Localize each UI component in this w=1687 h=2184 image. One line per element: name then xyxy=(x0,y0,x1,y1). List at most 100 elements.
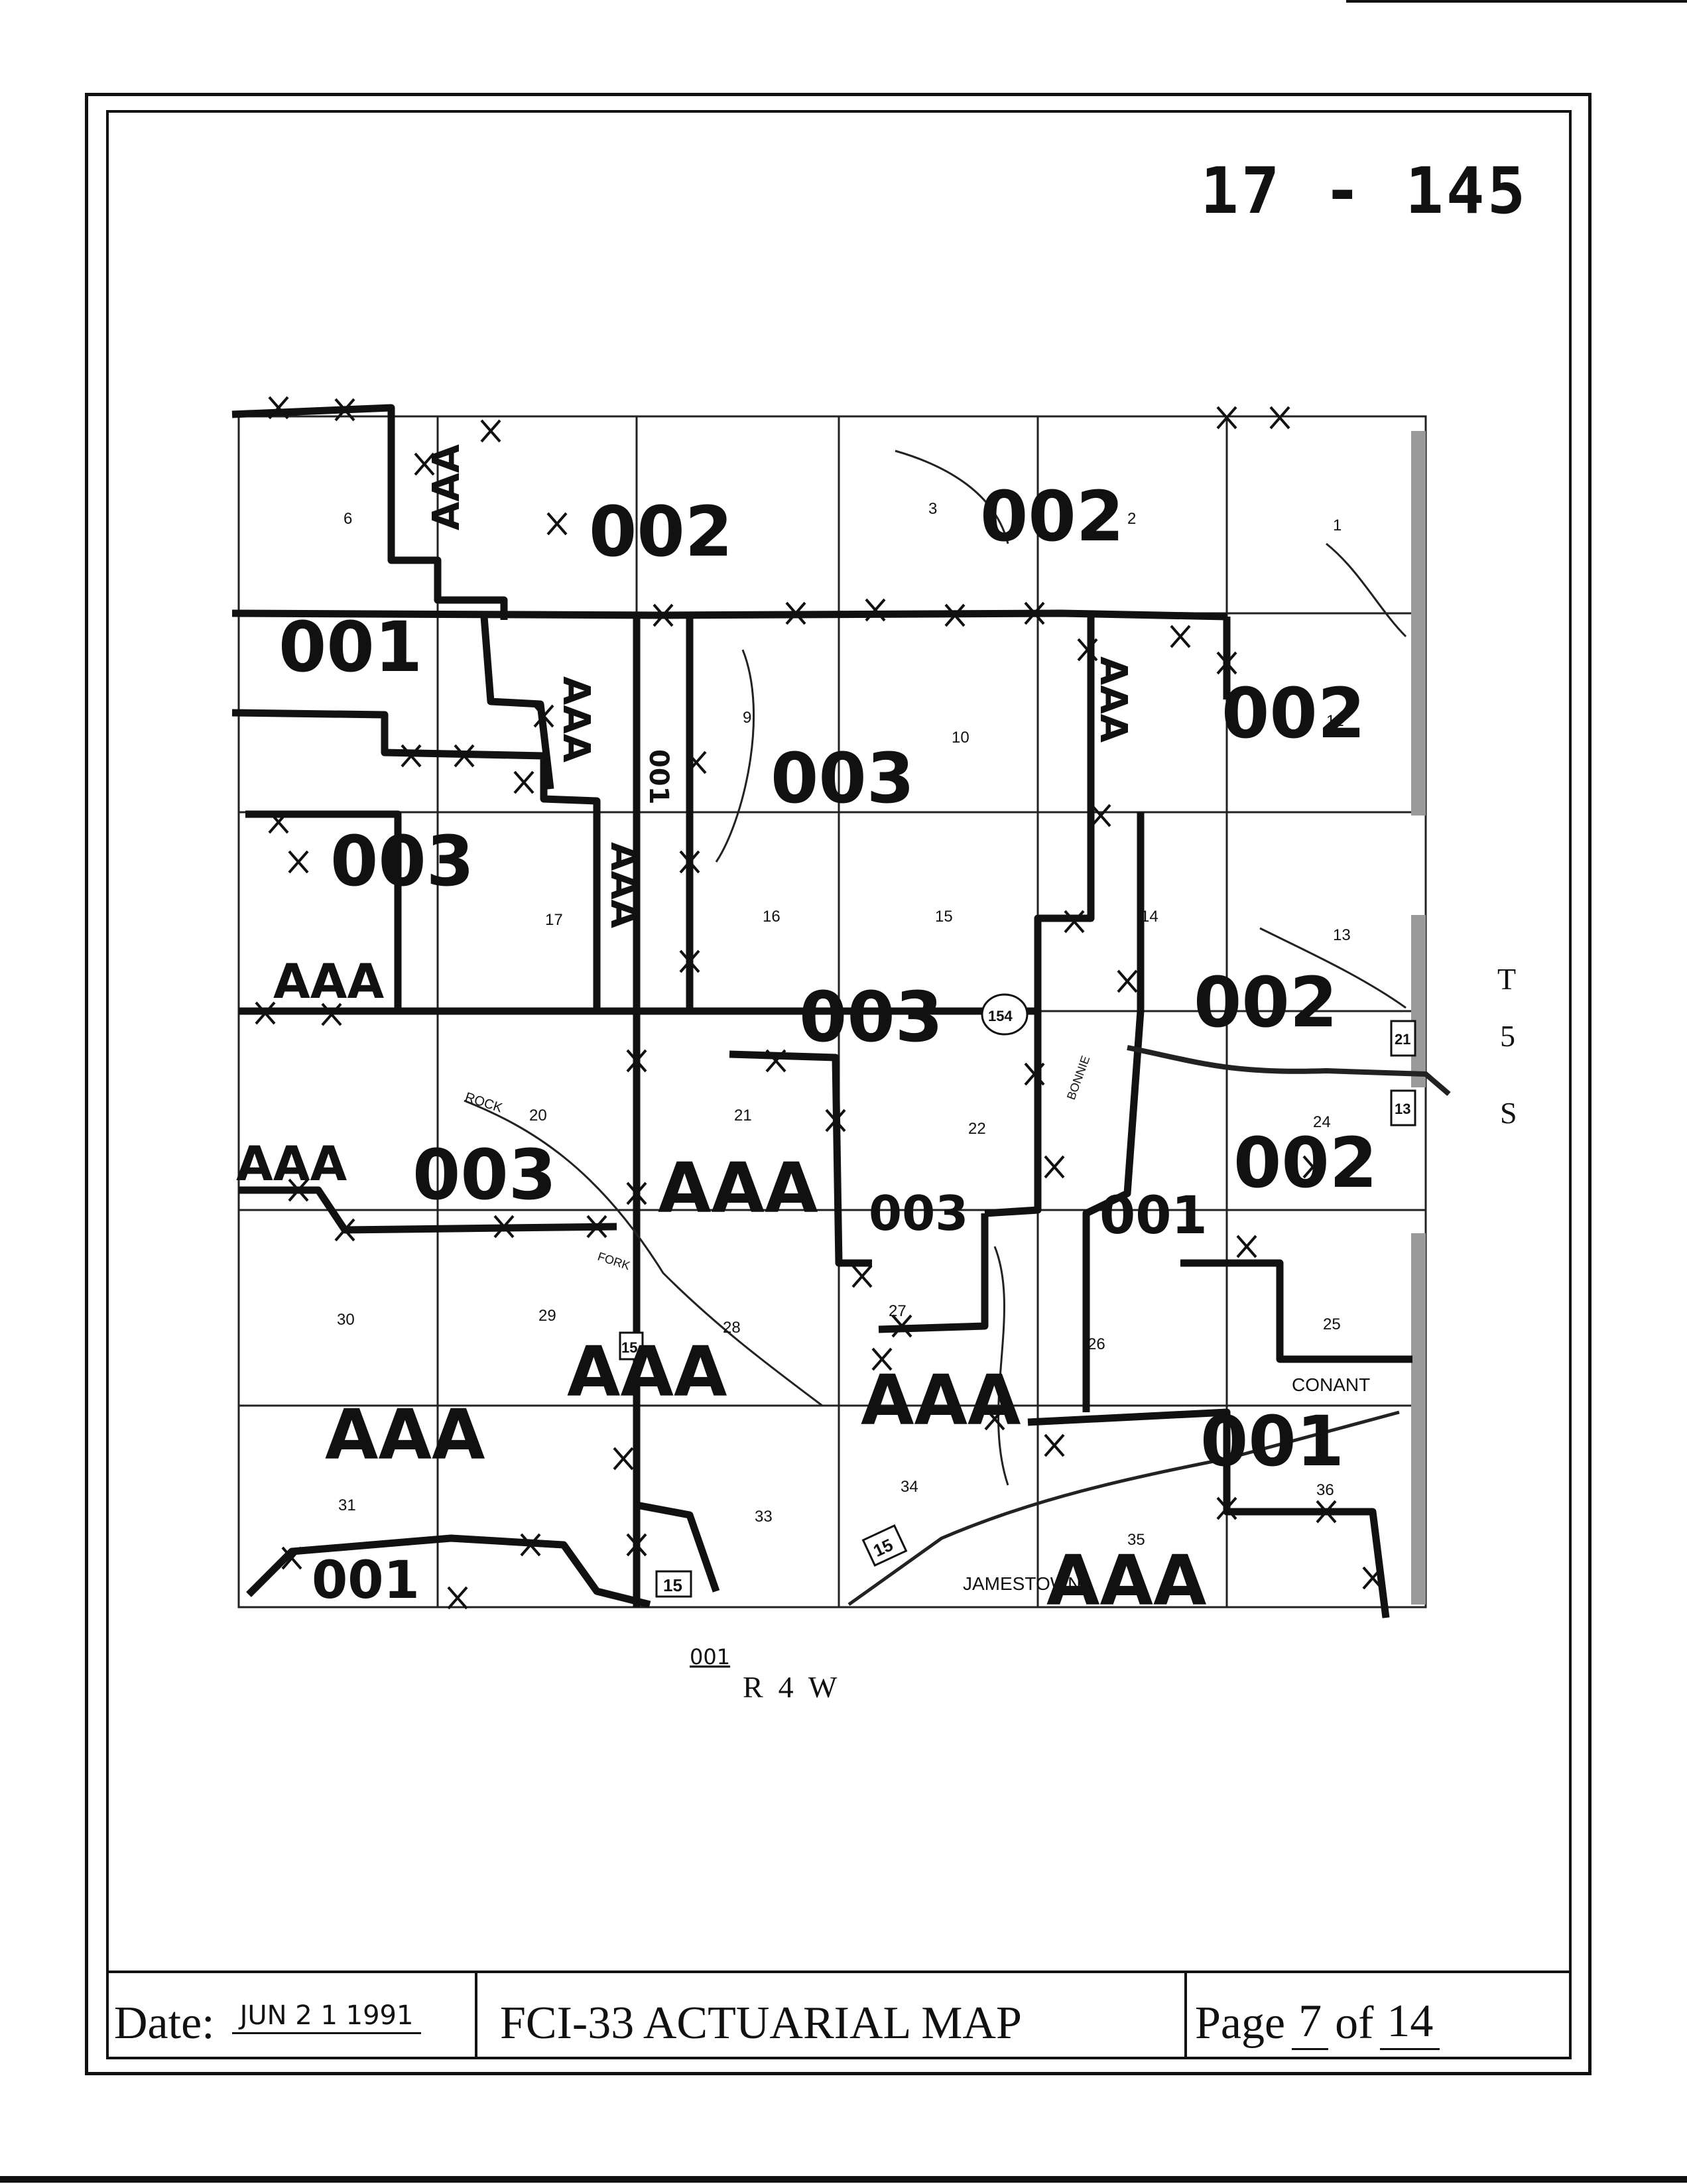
boundary-cross-mark xyxy=(1362,1566,1383,1590)
hand-note: 001 xyxy=(690,1644,730,1669)
boundary-cross-mark xyxy=(626,1049,647,1073)
zone-label-003: 003 xyxy=(412,1134,556,1215)
boundary-cross-mark xyxy=(851,1264,873,1288)
boundary-cross-mark xyxy=(944,603,966,627)
boundary-cross-mark xyxy=(1170,625,1191,648)
scan-edge-top xyxy=(1346,0,1687,3)
township-letter: T xyxy=(1497,962,1516,996)
route-13-shield: 13 xyxy=(1390,1089,1416,1126)
route-15-shield-c: 15 xyxy=(619,1331,644,1361)
boundary-cross-mark xyxy=(546,512,568,536)
zone-label-aaa: AAA xyxy=(554,676,597,763)
boundary-cross-mark xyxy=(288,1178,309,1202)
boundary-cross-mark xyxy=(626,1533,647,1557)
page-number: 7 xyxy=(1292,1995,1329,2050)
section-13: 13 xyxy=(1333,926,1351,944)
zone-label-003: 003 xyxy=(330,821,474,902)
boundary-cross-mark xyxy=(493,1215,515,1239)
section-31: 31 xyxy=(338,1496,356,1514)
section-12: 12 xyxy=(1326,712,1344,730)
date-label: Date: xyxy=(114,1998,215,2049)
boundary-cross-mark xyxy=(679,850,700,874)
zone-label-001: 001 xyxy=(643,749,674,805)
boundary-cross-mark xyxy=(321,1002,342,1026)
svg-text:15: 15 xyxy=(621,1339,637,1356)
section-3: 3 xyxy=(928,500,937,518)
boundary-cross-mark xyxy=(679,949,700,973)
boundary-cross-mark xyxy=(1064,910,1085,934)
zone-boundaries xyxy=(231,404,1412,1618)
section-14: 14 xyxy=(1141,908,1158,926)
boundary-cross-mark xyxy=(1216,651,1237,675)
boundary-cross-mark xyxy=(513,770,534,794)
section-2: 2 xyxy=(1127,510,1136,528)
boundary-cross-marks xyxy=(255,396,1383,1610)
section-30: 30 xyxy=(337,1311,355,1329)
boundary-cross-mark xyxy=(613,1447,634,1471)
section-26: 26 xyxy=(1088,1335,1105,1353)
boundary-cross-mark xyxy=(1024,1062,1045,1086)
boundary-cross-mark xyxy=(586,1215,607,1239)
zone-label-aaa: AAA xyxy=(325,1394,485,1475)
section-9: 9 xyxy=(743,709,751,727)
boundary-cross-mark xyxy=(1302,1155,1324,1179)
boundary-cross-mark xyxy=(1216,1496,1237,1520)
svg-text:13: 13 xyxy=(1395,1101,1410,1117)
page-of: of xyxy=(1335,1998,1374,2049)
section-25: 25 xyxy=(1323,1315,1341,1333)
zone-label-002: 002 xyxy=(1221,673,1365,754)
boundary-cross-mark xyxy=(281,1546,302,1570)
route-21-shield: 21 xyxy=(1390,1020,1416,1057)
footer-bar: Date: JUN 2 1 1991 FCI-33 ACTUARIAL MAP … xyxy=(106,1971,1572,2059)
route-15-shield-a: 15 xyxy=(655,1570,692,1598)
boundary-cross-mark xyxy=(268,810,289,834)
township-number: 5 xyxy=(1500,1019,1515,1053)
township-label: T 5 S xyxy=(1497,962,1517,1130)
svg-text:21: 21 xyxy=(1395,1031,1410,1048)
footer-date-cell: Date: JUN 2 1 1991 xyxy=(106,1973,477,2059)
svg-text:154: 154 xyxy=(988,1008,1013,1024)
boundary-cross-mark xyxy=(785,601,806,625)
page-prefix: Page xyxy=(1195,1998,1286,2049)
boundary-cross-mark xyxy=(1077,638,1098,662)
route-15-shield-b: 15 xyxy=(861,1524,908,1567)
place-bonnie: BONNIE xyxy=(1064,1054,1092,1102)
zone-label-001: 001 xyxy=(279,607,422,688)
boundary-cross-mark xyxy=(288,850,309,874)
zone-label-002: 002 xyxy=(1194,962,1338,1043)
boundary-cross-mark xyxy=(480,419,501,443)
zone-label-003: 003 xyxy=(869,1185,968,1241)
boundary-cross-mark xyxy=(686,751,707,774)
section-15: 15 xyxy=(935,908,953,926)
boundary-cross-mark xyxy=(1316,1500,1337,1524)
boundary-cross-mark xyxy=(520,1533,541,1557)
boundary-cross-mark xyxy=(1117,969,1138,993)
boundary-cross-mark xyxy=(765,1049,786,1073)
boundary-cross-mark xyxy=(825,1109,846,1132)
page-total: 14 xyxy=(1380,1995,1440,2050)
map-title: FCI-33 ACTUARIAL MAP xyxy=(500,1998,1022,2049)
section-22: 22 xyxy=(968,1120,986,1138)
zone-label-002: 002 xyxy=(589,491,733,572)
place-conant: CONANT xyxy=(1292,1374,1370,1395)
shaded-boundary-strips xyxy=(1411,431,1426,1605)
zone-label-001: 001 xyxy=(1099,1186,1208,1246)
footer-title-cell: FCI-33 ACTUARIAL MAP xyxy=(477,1973,1187,2059)
section-16: 16 xyxy=(763,908,781,926)
zone-label-aaa: AAA xyxy=(602,842,645,929)
boundary-cross-mark xyxy=(1044,1433,1065,1457)
zone-label-aaa: AAA xyxy=(1046,1540,1206,1621)
boundary-cross-mark xyxy=(401,744,422,768)
scan-edge-bottom xyxy=(0,2176,1687,2183)
route-shields: 15 15 15 154 13 21 xyxy=(619,993,1416,1598)
zone-label-001: 001 xyxy=(312,1551,420,1610)
place-jamestown: JAMESTOWN xyxy=(963,1573,1081,1594)
section-10: 10 xyxy=(952,729,969,747)
roads-and-streams xyxy=(464,450,1451,1607)
place-fork: FORK xyxy=(596,1250,632,1272)
section-36: 36 xyxy=(1316,1481,1334,1499)
range-label: R 4 W xyxy=(743,1670,838,1704)
section-6: 6 xyxy=(344,510,352,528)
zone-labels: 002 002 002 002 002 001 001 001 001 001 … xyxy=(236,444,1377,1621)
